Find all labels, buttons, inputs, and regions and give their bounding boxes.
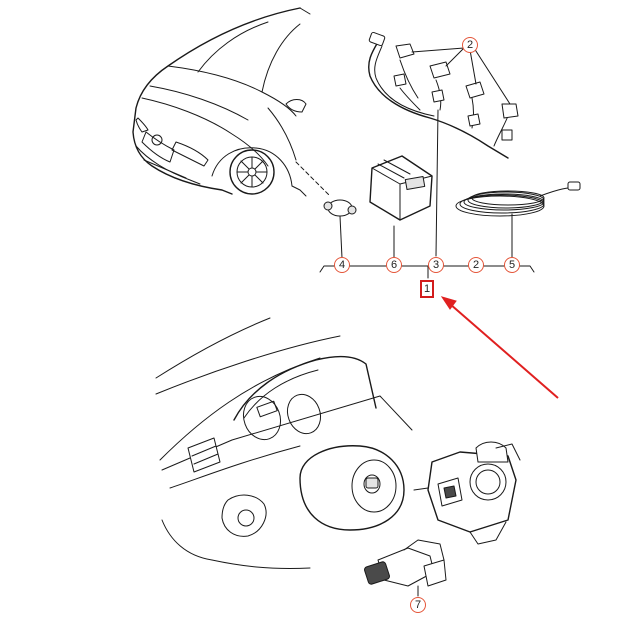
callout-7: 7 [410,597,426,613]
car-illustration [132,7,331,197]
dashboard-illustration [155,317,413,570]
cable-coil [455,181,581,259]
callout-6: 6 [386,257,402,273]
callout-2-harness: 2 [462,37,478,53]
clockspring-assembly [364,441,521,597]
callout-2: 2 [468,257,484,273]
callout-1-highlighted: 1 [420,280,434,298]
callout-3: 3 [428,257,444,273]
control-module [369,155,433,259]
sensor-part [323,199,357,259]
callout-bracket [319,265,535,273]
wiring-harness [368,31,519,257]
callout-4: 4 [334,257,350,273]
callout-5: 5 [504,257,520,273]
highlight-arrow [440,296,559,399]
